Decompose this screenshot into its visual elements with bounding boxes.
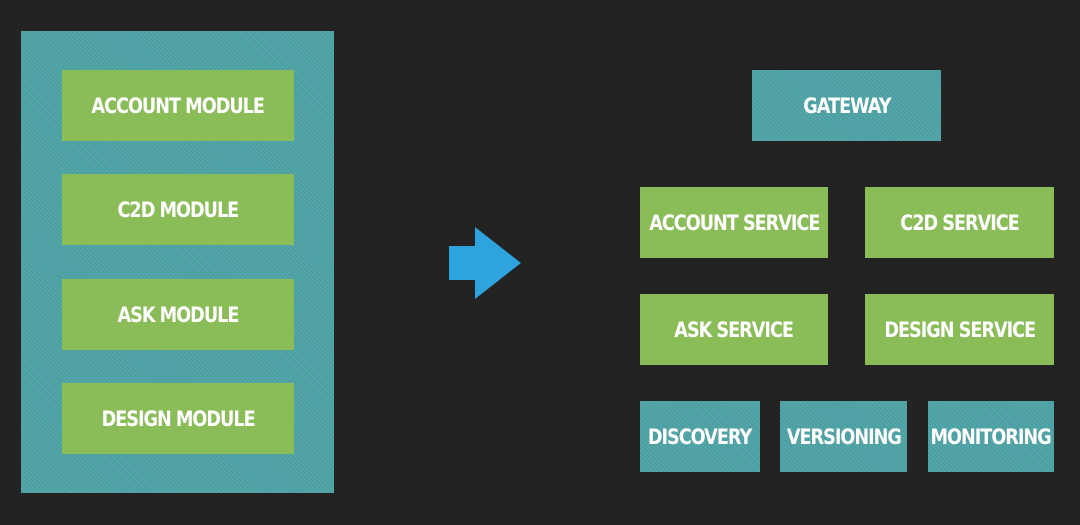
c2d-service: C2D SERVICE — [865, 187, 1054, 258]
account-module-label: ACCOUNT MODULE — [91, 93, 266, 118]
gateway-box: GATEWAY — [752, 70, 941, 141]
ask-module-label: ASK MODULE — [117, 302, 240, 327]
design-module-label: DESIGN MODULE — [101, 406, 255, 431]
account-service-label: ACCOUNT SERVICE — [648, 210, 820, 235]
monitoring-box: MONITORING — [928, 401, 1054, 472]
versioning-label: VERSIONING — [786, 424, 901, 449]
monitoring-label: MONITORING — [930, 424, 1052, 449]
c2d-module-label: C2D MODULE — [117, 197, 240, 222]
design-service-label: DESIGN SERVICE — [884, 317, 1036, 342]
c2d-service-label: C2D SERVICE — [900, 210, 1019, 235]
ask-service: ASK SERVICE — [640, 294, 828, 365]
design-module: DESIGN MODULE — [62, 383, 294, 454]
ask-module: ASK MODULE — [62, 279, 294, 350]
arrow-right-icon — [449, 227, 521, 299]
gateway-label: GATEWAY — [802, 93, 891, 118]
account-service: ACCOUNT SERVICE — [640, 187, 828, 258]
discovery-label: DISCOVERY — [648, 424, 752, 449]
ask-service-label: ASK SERVICE — [674, 317, 795, 342]
design-service: DESIGN SERVICE — [865, 294, 1054, 365]
discovery-box: DISCOVERY — [640, 401, 760, 472]
c2d-module: C2D MODULE — [62, 174, 294, 245]
versioning-box: VERSIONING — [780, 401, 907, 472]
account-module: ACCOUNT MODULE — [62, 70, 294, 141]
